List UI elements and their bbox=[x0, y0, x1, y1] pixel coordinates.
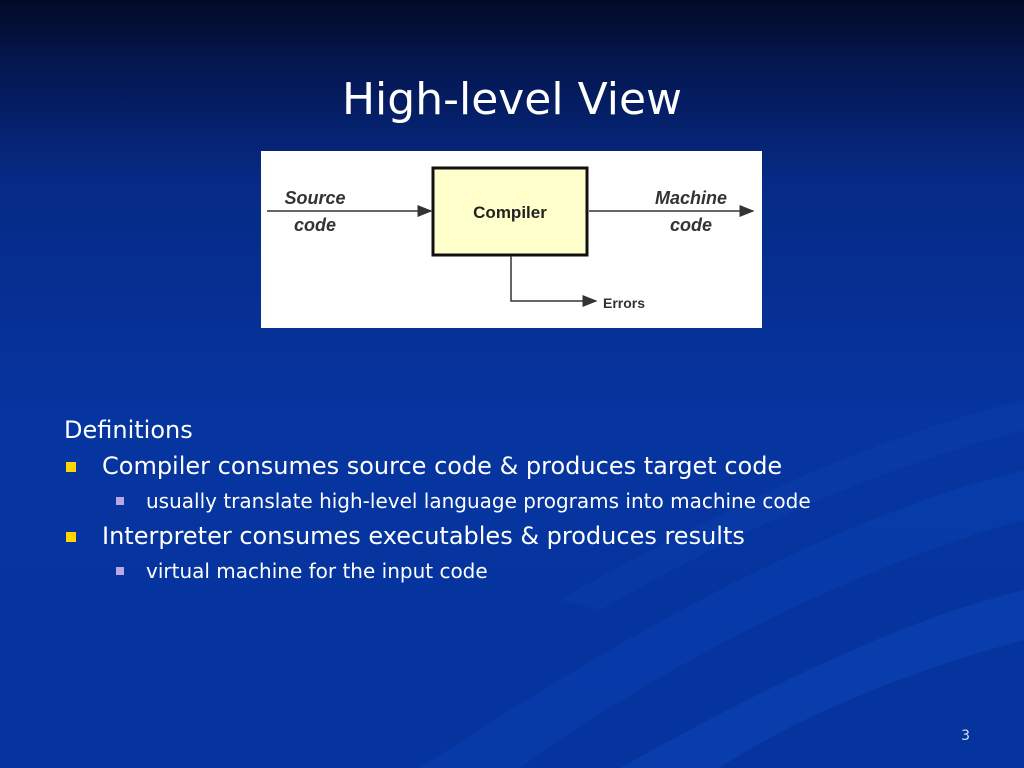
sub-bullet-item-interpreter: virtual machine for the input code bbox=[64, 554, 984, 588]
bullet-item-interpreter: Interpreter consumes executables & produ… bbox=[64, 518, 984, 554]
bullet-text: Compiler consumes source code & produces… bbox=[102, 452, 783, 480]
bullet-text: Interpreter consumes executables & produ… bbox=[102, 522, 745, 550]
definitions-heading: Definitions bbox=[64, 416, 193, 444]
source-label-line2: code bbox=[294, 215, 336, 235]
errors-label: Errors bbox=[603, 295, 645, 311]
compiler-box-label: Compiler bbox=[473, 203, 547, 222]
machine-label-line2: code bbox=[670, 215, 712, 235]
bullet-item-compiler: Compiler consumes source code & produces… bbox=[64, 448, 984, 484]
compiler-diagram: Source code Compiler Machine code Errors bbox=[261, 151, 762, 328]
square-bullet-icon bbox=[66, 462, 76, 472]
sub-bullet-item-compiler: usually translate high-level language pr… bbox=[64, 484, 984, 518]
compiler-box bbox=[431, 166, 589, 257]
sub-bullet-text: virtual machine for the input code bbox=[146, 559, 488, 583]
error-arrow bbox=[510, 256, 598, 307]
small-square-bullet-icon bbox=[116, 567, 124, 575]
sub-bullet-text: usually translate high-level language pr… bbox=[146, 489, 811, 513]
small-square-bullet-icon bbox=[116, 497, 124, 505]
machine-label-line1: Machine bbox=[655, 188, 727, 208]
source-label-line1: Source bbox=[284, 188, 345, 208]
page-number: 3 bbox=[961, 728, 970, 744]
square-bullet-icon bbox=[66, 532, 76, 542]
slide-title: High-level View bbox=[341, 74, 683, 125]
definitions-content: Definitions Compiler consumes source cod… bbox=[64, 412, 984, 588]
compiler-diagram-svg: Source code Compiler Machine code Errors bbox=[267, 166, 755, 311]
